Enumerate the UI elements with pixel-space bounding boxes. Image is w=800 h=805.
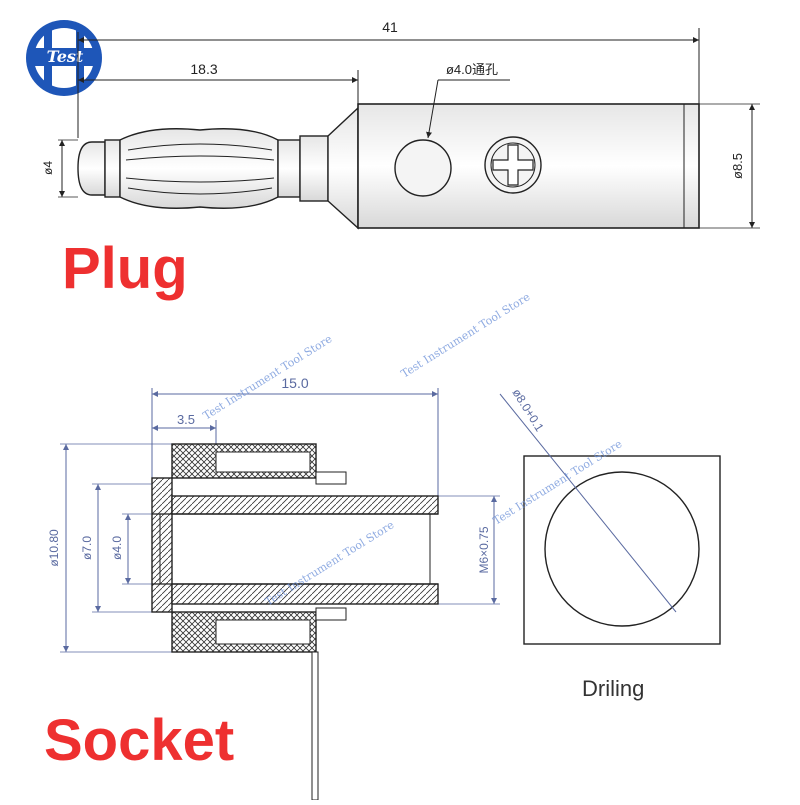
watermark-text: Test Instrument Tool Store [201,332,335,422]
brand-logo: Test [26,20,102,96]
dim-mid-diameter: ø7.0 [80,536,94,560]
dim-thread: M6×0.75 [477,526,491,573]
dim-overall-length: 41 [382,19,398,35]
watermark-text: Test Instrument Tool Store [399,290,533,380]
dim-body-diameter: ø8.5 [730,153,745,179]
dim-outer-diameter: ø10.80 [47,529,61,567]
dim-flange-width: 3.5 [177,412,195,427]
dim-pin-length: 18.3 [190,61,217,77]
plug-title: Plug [62,236,188,301]
dim-bore-diameter: ø4.0 [110,536,124,560]
dim-cross-hole: ø4.0通孔 [446,62,498,77]
plug-drawing: 41 18.3 ø4.0通孔 ø4 ø8.5 [41,19,760,230]
socket-title: Socket [44,708,235,773]
dim-socket-length: 15.0 [281,375,308,391]
dim-pin-diameter: ø4 [41,161,55,175]
logo-text: Test [47,47,84,66]
dim-drill-hole: ø8.0+0.1 [509,386,546,434]
drilling-drawing: ø8.0+0.1 [499,386,721,645]
drilling-label: Driling [582,676,645,701]
